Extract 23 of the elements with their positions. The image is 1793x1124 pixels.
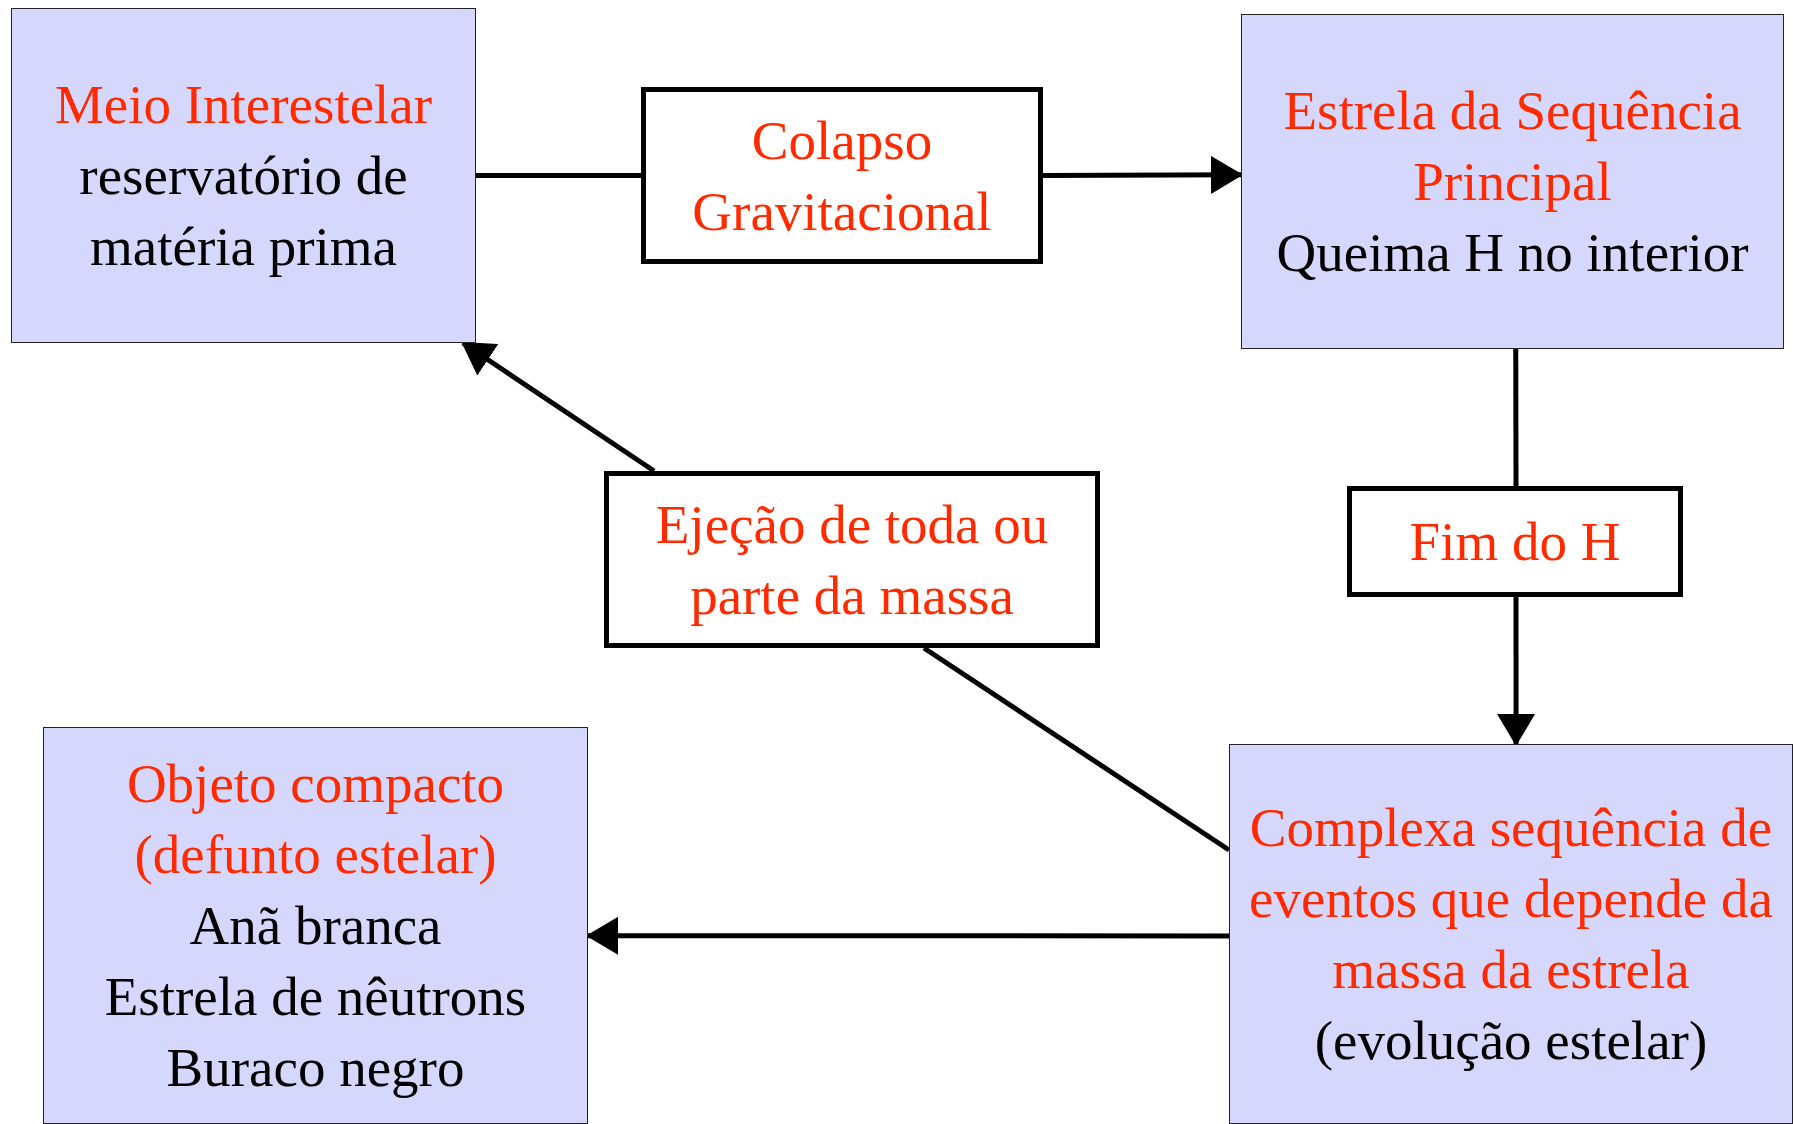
box-heading: Meio Interestelar: [54, 73, 433, 137]
arrow: [586, 916, 1229, 955]
process-box: [1347, 486, 1683, 597]
box-heading: Objeto compacto (defunto estelar): [125, 752, 506, 887]
box-text: Queima H no interior: [1276, 221, 1749, 285]
stage-box: [11, 8, 476, 343]
box-text: (evolução estelar): [1314, 1009, 1708, 1073]
arrow: [1497, 597, 1536, 746]
box-heading: Estrela da Sequência Principal: [1282, 79, 1743, 214]
box-heading: Fim do H: [1409, 510, 1621, 574]
process-box: [604, 471, 1100, 648]
stage-box: [1229, 744, 1793, 1124]
box-text: Anã branca: [189, 894, 442, 958]
box-text: Buraco negro: [166, 1036, 465, 1100]
box-text: reservatório de matéria prima: [78, 144, 409, 279]
stage-box: [1241, 14, 1784, 349]
box-heading: Colapso Gravitacional: [691, 108, 993, 244]
box-heading: Complexa sequência de eventos que depende da massa da estrela: [1248, 796, 1774, 1002]
box-text: Estrela de nêutrons: [104, 965, 527, 1029]
process-box: [641, 87, 1043, 264]
stage-box: [43, 727, 588, 1124]
arrow: [1043, 155, 1243, 194]
box-heading: Ejeção de toda ou parte da massa: [654, 492, 1050, 628]
